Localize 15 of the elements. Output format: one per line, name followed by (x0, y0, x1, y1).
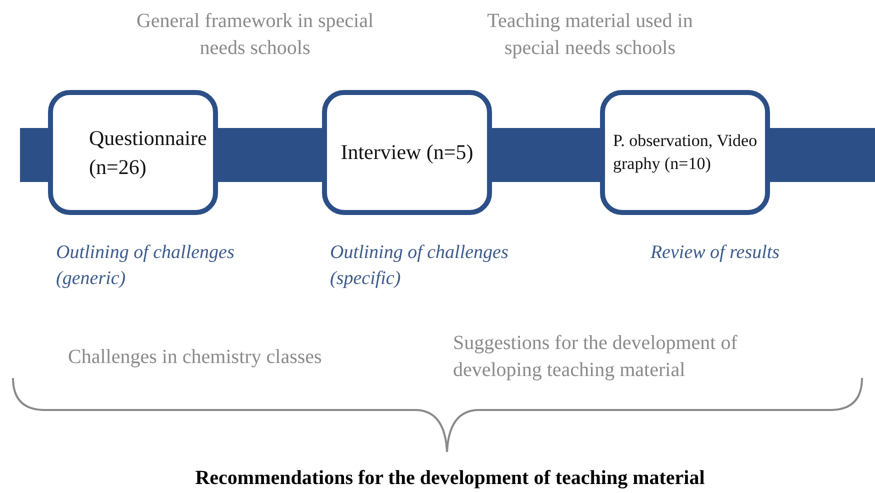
annotation-text: General framework in special needs schools (135, 9, 375, 61)
annotation-text: Suggestions for the development of developing teaching material (453, 331, 738, 383)
conclusion-text: Recommendations for the development of teaching material (194, 466, 706, 491)
annotation-text: Teaching material used in special needs schools (486, 9, 694, 61)
box-text: Questionnaire (n=26) (89, 125, 208, 180)
box-text: Interview (n=5) (340, 139, 474, 166)
connector-band (216, 128, 324, 182)
step-caption: Review of results (649, 241, 781, 265)
connector-band (20, 128, 50, 182)
box-text: P. observation, Video graphy (n=10) (613, 130, 758, 175)
annotation-text: Challenges in chemistry classes (68, 345, 323, 370)
step-caption: Outlining of challenges (specific) (330, 241, 510, 291)
step-caption: Outlining of challenges (generic) (56, 241, 236, 291)
connector-band (490, 128, 602, 182)
connector-band (768, 128, 875, 182)
